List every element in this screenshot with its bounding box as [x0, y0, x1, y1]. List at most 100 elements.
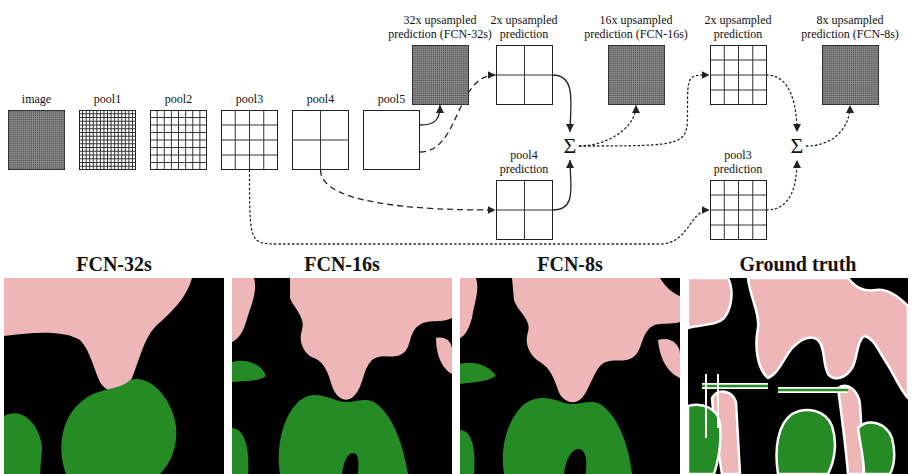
grid-fill: [608, 46, 664, 105]
feature-map-box: [8, 110, 65, 170]
feature-map: pool3 prediction: [703, 149, 773, 240]
segmentation-image: [688, 278, 908, 474]
chair-region: [232, 361, 266, 382]
feature-map-grid: [412, 45, 469, 105]
arrow-connector: [250, 170, 710, 244]
grid-lines: [222, 111, 278, 170]
feature-map: pool1: [78, 93, 138, 170]
grid-fill: [364, 111, 420, 170]
feature-map-box: [710, 180, 767, 240]
feature-map-box: [292, 110, 349, 170]
boundary-line: [706, 374, 718, 438]
sum-symbol: Σ: [564, 135, 577, 157]
layer-label: 8x upsampled prediction (FCN-8s): [798, 14, 902, 42]
chair-region: [777, 410, 835, 474]
feature-map-box: [822, 45, 879, 105]
feature-map-grid: [496, 180, 553, 240]
panel-title: FCN-32s: [4, 252, 224, 276]
layer-label: pool3: [220, 93, 280, 107]
person-region: [290, 278, 452, 400]
feature-map-grid: [79, 110, 136, 170]
grid-fill: [151, 111, 207, 170]
sum-node: Σ: [564, 135, 577, 157]
result-panel: FCN-32s: [4, 252, 224, 276]
person-region: [748, 278, 908, 398]
result-panel: FCN-8s: [460, 252, 680, 276]
image-ground: [688, 278, 908, 474]
grid-fill: [822, 46, 878, 105]
feature-map: 2x upsampled prediction: [693, 14, 783, 105]
feature-map: 8x upsampled prediction (FCN-8s): [798, 14, 902, 105]
arrow-connector: [806, 105, 850, 146]
grid-lines: [608, 46, 664, 105]
feature-map-grid: [822, 45, 879, 105]
grid-lines: [822, 46, 878, 105]
arrow-connector: [420, 105, 440, 125]
chair-region: [4, 413, 42, 474]
chair-region: [460, 430, 474, 474]
feature-map: image: [7, 93, 67, 170]
feature-map-grid: [710, 45, 767, 105]
grid-fill: [496, 181, 552, 240]
chair-region: [503, 398, 632, 474]
chair-region: [61, 379, 176, 474]
layer-label: 2x upsampled prediction: [479, 14, 569, 42]
arrow-connector: [767, 160, 798, 210]
feature-map-box: [221, 110, 278, 170]
grid-fill: [222, 111, 278, 170]
grid-lines: [710, 46, 766, 105]
boundary-line: [702, 386, 848, 390]
grid-fill: [412, 46, 468, 105]
layer-label: pool3 prediction: [703, 149, 773, 177]
table-bar: [702, 386, 848, 390]
grid-lines: [80, 111, 136, 170]
arrow-connector: [553, 160, 572, 210]
feature-map: pool4: [291, 93, 351, 170]
grid-fill: [710, 46, 766, 105]
feature-map-box: [496, 45, 553, 105]
layer-label: pool4: [291, 93, 351, 107]
feature-map-box: [496, 180, 553, 240]
feature-map-box: [79, 110, 136, 170]
grid-lines: [710, 181, 766, 240]
image-ground: [4, 278, 224, 474]
background-gap: [564, 449, 586, 474]
feature-map: 2x upsampled prediction: [479, 14, 569, 105]
layer-label: pool2: [149, 93, 209, 107]
grid-lines: [9, 111, 65, 170]
segmentation-image: [460, 278, 680, 474]
feature-map-grid: [496, 45, 553, 105]
sum-node: Σ: [791, 135, 804, 157]
feature-map-box: [363, 110, 420, 170]
arrow-connector: [553, 75, 572, 132]
segmentation-image: [4, 278, 224, 474]
arrow-connector: [579, 105, 636, 146]
feature-map-grid: [8, 110, 65, 170]
layer-label: pool4 prediction: [489, 149, 559, 177]
feature-map: 16x upsampled prediction (FCN-16s): [582, 14, 690, 105]
sum-symbol: Σ: [791, 135, 804, 157]
grid-fill: [496, 46, 552, 105]
grid-fill: [80, 111, 136, 170]
chair-region: [279, 395, 408, 474]
result-panel: FCN-16s: [232, 252, 452, 276]
ground-truth-regions: [688, 278, 908, 474]
feature-map-grid: [363, 110, 420, 170]
feature-map-box: [608, 45, 665, 105]
chair-region: [688, 405, 721, 474]
person-region: [4, 278, 192, 391]
person-region: [512, 278, 680, 402]
feature-map-box: [710, 45, 767, 105]
grid-lines: [496, 181, 552, 240]
person-region: [688, 278, 731, 328]
arrow-connector: [767, 75, 798, 132]
person-region: [658, 339, 680, 378]
layer-label: 32x upsampled prediction (FCN-32s): [386, 14, 494, 42]
image-ground: [460, 278, 680, 474]
feature-map-grid: [608, 45, 665, 105]
panel-title: Ground truth: [688, 252, 908, 276]
person-region: [232, 278, 255, 342]
feature-map: pool4 prediction: [489, 149, 559, 240]
layer-label: pool1: [78, 93, 138, 107]
